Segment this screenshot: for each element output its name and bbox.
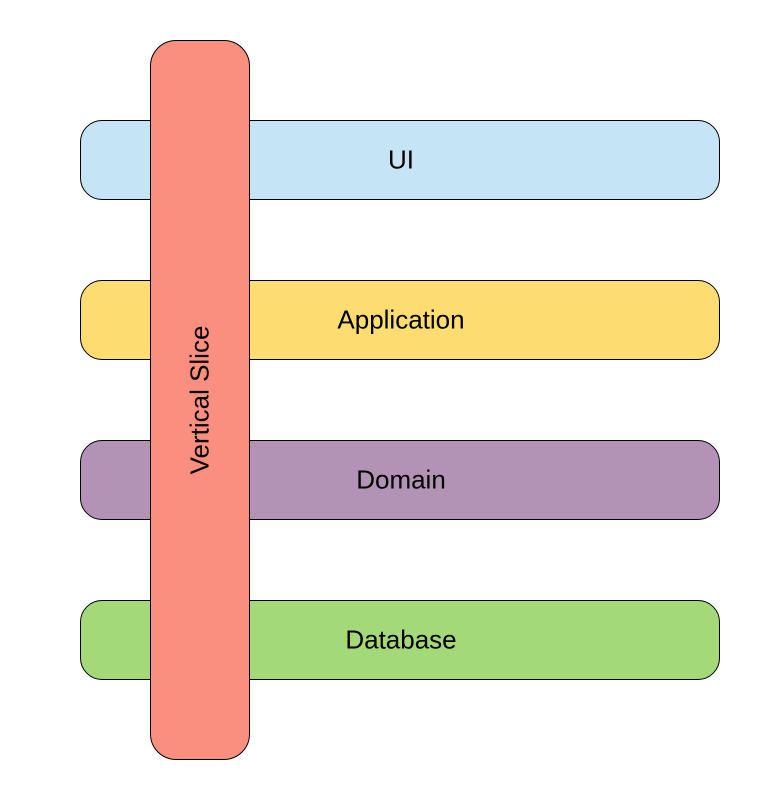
layer-database-label: Database xyxy=(345,624,457,655)
vertical-slice-label: Vertical Slice xyxy=(184,325,215,475)
layer-application: Application xyxy=(80,280,720,360)
layer-application-label: Application xyxy=(337,304,465,335)
vertical-slice: Vertical Slice xyxy=(150,40,250,760)
layer-domain-label: Domain xyxy=(356,464,446,495)
layer-ui-label: UI xyxy=(388,144,414,175)
